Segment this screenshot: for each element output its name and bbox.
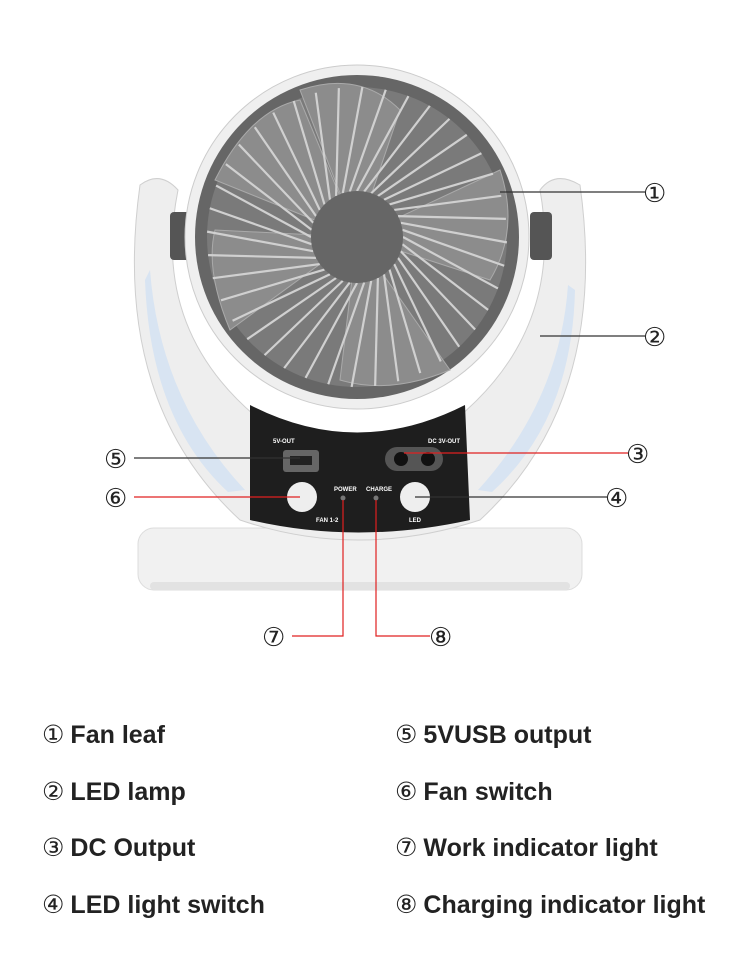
grille-spoke xyxy=(335,88,340,197)
grille-spoke xyxy=(401,243,489,311)
grille-spoke xyxy=(341,86,364,194)
fan-illustration: 5V-OUT DC 3V-OUT POWER CHARGE FAN 1-2 LE… xyxy=(104,64,666,653)
grille-spoke xyxy=(208,254,317,259)
callout-4: ④ xyxy=(605,484,628,514)
grille-spoke xyxy=(314,92,332,200)
grille-spoke xyxy=(348,89,387,192)
grille-spoke xyxy=(304,282,358,379)
grille-spoke xyxy=(238,143,315,224)
grille-spoke xyxy=(292,100,326,205)
grille-spoke xyxy=(363,105,431,193)
grille-spoke xyxy=(356,95,410,192)
power-label: POWER xyxy=(334,487,357,493)
callout-6: ⑥ xyxy=(104,484,127,514)
fan-hub xyxy=(311,191,403,283)
callout-5: ⑤ xyxy=(104,445,127,475)
grille-spoke xyxy=(397,215,506,220)
charge-label: CHARGE xyxy=(366,487,392,493)
callout-7: ⑦ xyxy=(262,623,285,653)
grille-spoke xyxy=(382,274,400,382)
grille-spoke xyxy=(388,269,422,374)
grille-spoke xyxy=(220,268,325,302)
led-lamp-right xyxy=(478,285,575,492)
fan-switch-button[interactable] xyxy=(287,482,317,512)
callout-8: ⑧ xyxy=(429,623,452,653)
grille-spoke xyxy=(400,221,508,244)
grille-spoke xyxy=(253,126,317,217)
fan-stand xyxy=(133,178,587,541)
dc-label: DC 3V-OUT xyxy=(428,439,460,445)
led-label: LED xyxy=(409,518,422,524)
fan-grille xyxy=(206,86,508,388)
charge-indicator xyxy=(373,495,379,501)
grille-spoke xyxy=(393,263,442,362)
grille-spoke xyxy=(377,133,468,197)
grille-spoke xyxy=(399,250,476,331)
grille-spoke xyxy=(206,230,314,253)
callout-1: ① xyxy=(643,179,666,209)
led-lamp-left xyxy=(145,270,245,492)
grille-spoke xyxy=(272,112,321,211)
grille-spoke xyxy=(225,163,313,231)
grille-spoke xyxy=(246,277,337,341)
callout-3: ③ xyxy=(626,440,649,470)
grille-spoke xyxy=(209,207,312,246)
grille-spoke xyxy=(212,262,320,280)
grille-spoke xyxy=(263,279,344,356)
grille-spoke xyxy=(283,281,351,369)
grille-spoke xyxy=(374,277,379,386)
grille-spoke xyxy=(383,152,482,201)
power-indicator xyxy=(340,495,346,501)
grille-spoke xyxy=(232,273,331,322)
grille-spoke xyxy=(350,280,373,388)
grille-spoke xyxy=(215,184,312,238)
grille-spoke xyxy=(402,236,499,290)
grille-spoke xyxy=(327,282,366,385)
grille-spoke xyxy=(389,172,494,206)
grille-spoke xyxy=(394,194,502,212)
grille-spoke xyxy=(397,257,461,348)
grille-spoke xyxy=(402,228,505,267)
grille-spoke xyxy=(370,118,451,195)
usb-label: 5V-OUT xyxy=(273,439,295,445)
callout-2: ② xyxy=(643,323,666,353)
fan-label: FAN 1-2 xyxy=(316,518,339,524)
